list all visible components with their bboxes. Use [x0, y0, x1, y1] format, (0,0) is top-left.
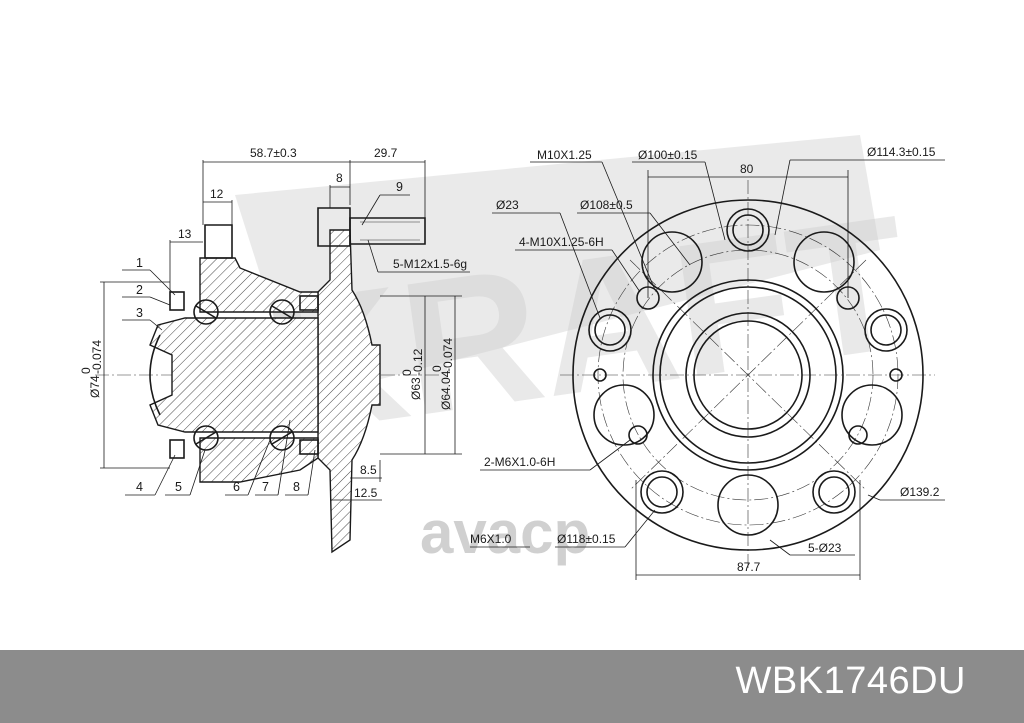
- balloon-1: 1: [136, 256, 143, 270]
- stud-head: [317, 207, 351, 247]
- stud-holes: [588, 208, 908, 514]
- balloon-7: 7: [262, 480, 269, 494]
- watermark-band: [235, 135, 880, 400]
- dim-12-5: 12.5: [354, 486, 378, 500]
- dim-m10: M10X1.25: [537, 148, 592, 162]
- dim-holes5: 5-Ø23: [808, 541, 842, 555]
- dim-29-7: 29.7: [374, 146, 398, 160]
- stud-body: [349, 217, 426, 245]
- footer-bar: [0, 650, 1024, 723]
- balloons: 1 2 3 4 5 6 7 8: [122, 256, 316, 496]
- balloon-6: 6: [233, 480, 240, 494]
- pcd-circle: [597, 224, 899, 526]
- hub-outer: [652, 279, 844, 471]
- flange-windows: [593, 231, 903, 536]
- dim-pcd100: Ø100±0.15: [638, 148, 698, 162]
- dim-dia74-lower: -0.074: [90, 340, 104, 374]
- dim-13: 13: [178, 227, 192, 241]
- seal-right-lower: [299, 439, 319, 455]
- dim-d108: Ø108±0.5: [580, 198, 633, 212]
- balloon-2: 2: [136, 283, 143, 297]
- dim-dia63-upper: 0: [400, 369, 414, 376]
- dim-pcd114: Ø114.3±0.15: [867, 145, 936, 159]
- balloon-4: 4: [136, 480, 143, 494]
- dim-d118: Ø118±0.15: [557, 532, 616, 546]
- balloon-9: 9: [396, 180, 403, 194]
- balloon-3: 3: [136, 306, 143, 320]
- hub-bore: [685, 312, 811, 438]
- dim-d23: Ø23: [496, 198, 519, 212]
- bearing-balls: [193, 299, 295, 451]
- part-number: WBK1746DU: [735, 660, 966, 702]
- dim-dia63-lower: -0.12: [411, 348, 425, 376]
- top-lug: [204, 224, 233, 259]
- flange-outer: [572, 199, 924, 551]
- balloon-5: 5: [175, 480, 182, 494]
- watermark-logo: avacp: [420, 499, 590, 566]
- technical-drawing: KRAFT avacp: [79, 135, 945, 580]
- hub-section: [149, 317, 319, 433]
- dim-12: 12: [210, 187, 224, 201]
- balloon-8: 8: [293, 480, 300, 494]
- dim-thread4: 4-M10X1.25-6H: [519, 235, 604, 249]
- seal-lower: [169, 439, 185, 459]
- dim-87-7: 87.7: [737, 560, 761, 574]
- seal-right-upper: [299, 295, 319, 311]
- front-view: 80 M10X1.25 Ø100±0.15 Ø114.3±0.15 Ø23 Ø1…: [470, 145, 945, 580]
- dim-8-5: 8.5: [360, 463, 377, 477]
- housing-upper: [199, 257, 319, 313]
- dim-dia64-lower: -0.074: [441, 338, 455, 372]
- side-section-view: 58.7±0.3 29.7 12 8 13 9 5-M12x1.5-6g Ø74…: [79, 146, 470, 554]
- dim-58-7: 58.7±0.3: [250, 146, 297, 160]
- dim-dia63: Ø63: [409, 377, 423, 400]
- dim-80: 80: [740, 162, 754, 176]
- seal-upper: [169, 291, 185, 311]
- dim-dia64: Ø64.04: [439, 370, 453, 410]
- dim-m6: M6X1.0: [470, 532, 512, 546]
- dim-dia64-upper: 0: [430, 365, 444, 372]
- dim-dia74-upper: 0: [79, 367, 93, 374]
- stud-thread-label: 5-M12x1.5-6g: [393, 257, 467, 271]
- dim-thread2: 2-M6X1.0-6H: [484, 455, 555, 469]
- dim-d139: Ø139.2: [900, 485, 940, 499]
- hub-cup: [149, 334, 161, 416]
- flange-section: [317, 229, 381, 554]
- dim-dia74: Ø74: [88, 375, 102, 398]
- dim-8: 8: [336, 171, 343, 185]
